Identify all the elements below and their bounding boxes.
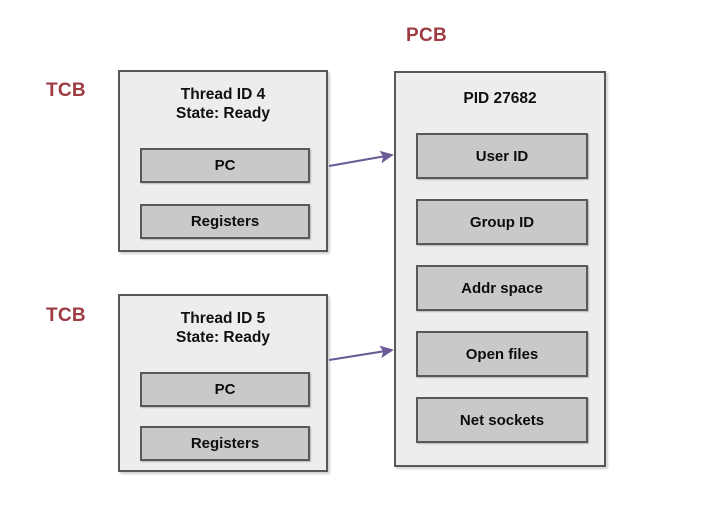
pcb-field-net-sockets: Net sockets [416, 397, 588, 443]
pcb-field-open-files: Open files [416, 331, 588, 377]
tcb-block-title-thread5: Thread ID 5 State: Ready [120, 309, 326, 347]
caption-pcb: PCB [406, 25, 448, 46]
pcb-field-user-id: User ID [416, 133, 588, 179]
tcb-field-registers-thread5: Registers [140, 426, 310, 461]
tcb-field-pc-thread5: PC [140, 372, 310, 407]
arrow-tcb-thread5-to-pcb [328, 345, 394, 362]
tcb-block-title-thread4: Thread ID 4 State: Ready [120, 85, 326, 123]
tcb-title-line-2: State: Ready [176, 105, 270, 122]
pcb-block-title: PID 27682 [463, 90, 537, 107]
tcb-field-registers-thread4: Registers [140, 204, 310, 239]
caption-tcb-thread5: TCB [46, 305, 86, 326]
pcb-block: PID 27682 User ID Group ID Addr space Op… [394, 71, 606, 467]
pcb-field-group-id: Group ID [416, 199, 588, 245]
pcb-field-addr-space: Addr space [416, 265, 588, 311]
caption-tcb-thread4: TCB [46, 80, 86, 101]
tcb-title-line-2: State: Ready [176, 329, 270, 346]
arrow-tcb-thread4-to-pcb [328, 150, 394, 168]
tcb-block-thread5: Thread ID 5 State: Ready PC Registers [118, 294, 328, 472]
tcb-title-line-1: Thread ID 4 [180, 86, 266, 103]
tcb-title-line-1: Thread ID 5 [180, 310, 266, 327]
tcb-field-pc-thread4: PC [140, 148, 310, 183]
tcb-block-thread4: Thread ID 4 State: Ready PC Registers [118, 70, 328, 252]
